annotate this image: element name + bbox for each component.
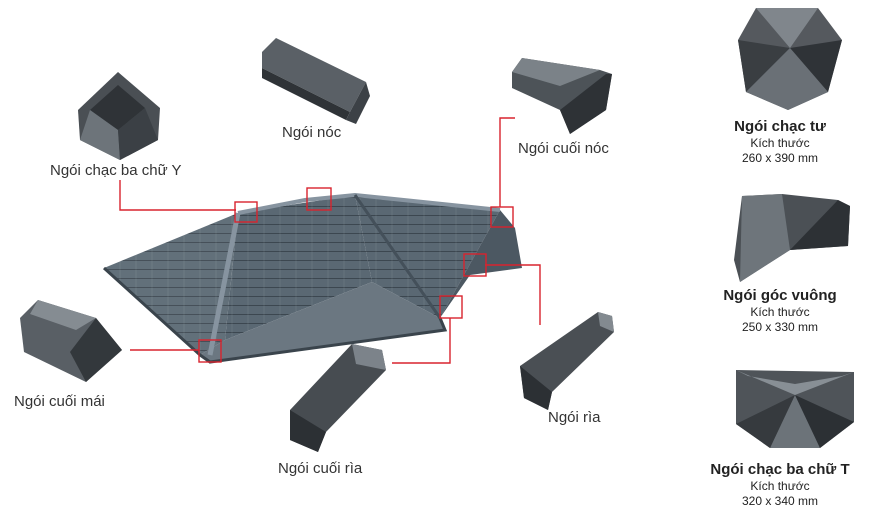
- leader-cuoi-ria: [392, 318, 451, 364]
- tile-chac-ba-t-image: [736, 370, 854, 448]
- roof-main-face: [225, 195, 372, 340]
- card-subtitle: Kích thước: [750, 136, 810, 150]
- tile-noc-image: [262, 38, 370, 124]
- leader-cuoi-noc: [499, 117, 515, 207]
- roof-gable-end: [440, 210, 522, 318]
- roof-valley: [353, 194, 442, 319]
- label-noc: Ngói nóc: [282, 124, 342, 141]
- card-dimensions: 250 x 330 mm: [741, 320, 819, 334]
- roof-hip-ridge: [207, 212, 241, 356]
- card-chac-tu: Ngói chạc tư Kích thước 260 x 390 mm: [690, 118, 870, 166]
- tile-chac-ba-y-image: [78, 72, 160, 160]
- tile-chac-tu-image: [738, 8, 842, 110]
- card-dimensions: 260 x 390 mm: [741, 151, 819, 165]
- marker-cuoi-noc: [490, 206, 514, 228]
- tile-cuoi-mai-image: [20, 300, 122, 382]
- roof-ridge: [237, 192, 501, 215]
- leader-lines: [119, 117, 541, 364]
- tile-ria-image: [520, 312, 614, 410]
- card-subtitle: Kích thước: [750, 479, 810, 493]
- card-chac-ba-t: Ngói chạc ba chữ T Kích thước 320 x 340 …: [690, 461, 870, 509]
- marker-cuoi-mai: [198, 339, 222, 363]
- label-cuoi-ria: Ngói cuối rìa: [278, 460, 363, 477]
- label-chac-ba-y: Ngói chạc ba chữ Y: [50, 162, 182, 179]
- roof-front-face: [200, 282, 445, 362]
- tile-cuoi-ria-image: [290, 344, 386, 452]
- card-title: Ngói góc vuông: [723, 287, 837, 304]
- roof-model: [102, 192, 522, 364]
- roof-right-face: [355, 195, 500, 318]
- card-dimensions: 320 x 340 mm: [741, 494, 819, 508]
- leader-ria: [485, 264, 541, 325]
- label-ria: Ngói rìa: [548, 409, 601, 426]
- card-title: Ngói chạc tư: [734, 118, 826, 135]
- label-cuoi-mai: Ngói cuối mái: [14, 393, 105, 410]
- card-subtitle: Kích thước: [750, 305, 810, 319]
- roof-left-face: [104, 213, 238, 355]
- marker-ria: [463, 253, 487, 277]
- card-goc-vuong: Ngói góc vuông Kích thước 250 x 330 mm: [690, 287, 870, 335]
- marker-noc: [306, 187, 332, 211]
- leader-chac-ba-y: [119, 180, 236, 211]
- tile-cuoi-noc-image: [512, 58, 612, 134]
- tile-goc-vuong-image: [734, 194, 850, 282]
- marker-cuoi-ria: [439, 295, 463, 319]
- marker-chac-ba-y: [234, 201, 258, 223]
- label-cuoi-noc: Ngói cuối nóc: [518, 140, 609, 157]
- card-title: Ngói chạc ba chữ T: [710, 461, 850, 478]
